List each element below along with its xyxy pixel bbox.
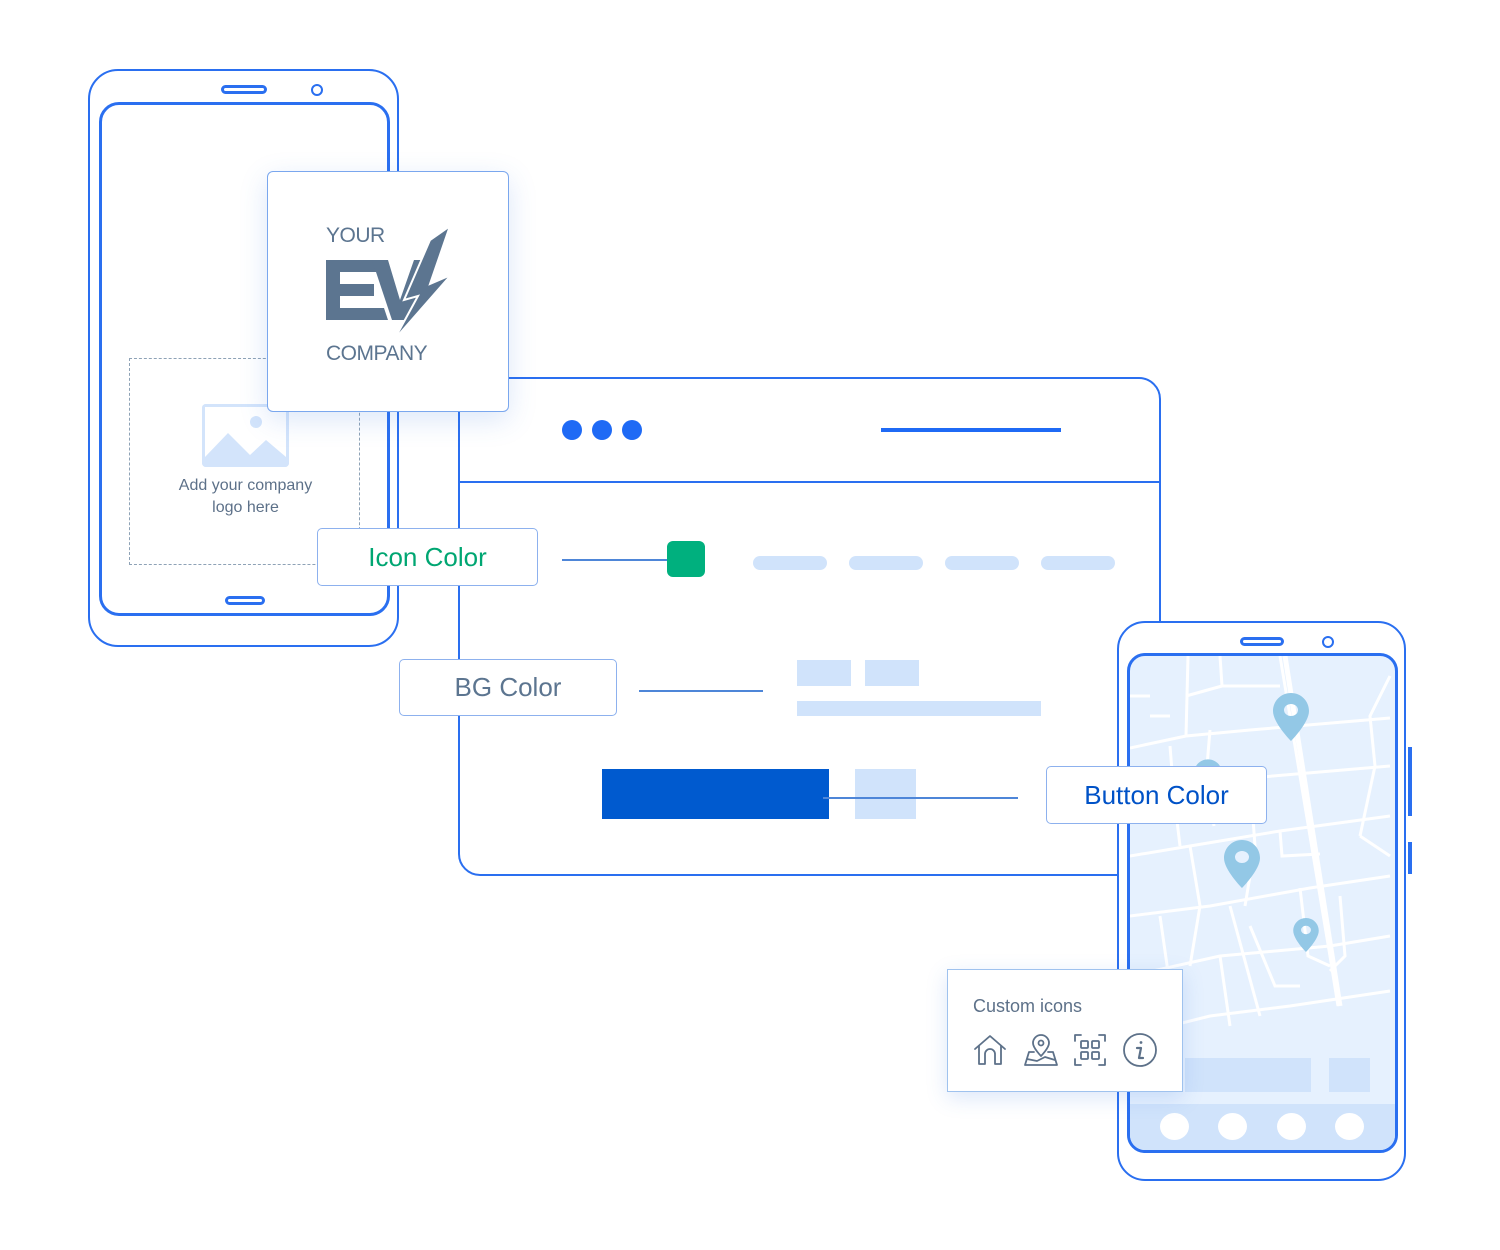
- bottom-sheet-bar: [1185, 1058, 1311, 1092]
- browser-window-mockup: [458, 377, 1161, 876]
- info-icon[interactable]: [1122, 1032, 1158, 1068]
- content-block: [797, 660, 851, 686]
- icon-color-swatch[interactable]: [667, 541, 705, 577]
- bg-color-text: BG Color: [454, 672, 562, 702]
- phone-camera: [311, 84, 323, 96]
- image-icon: [202, 404, 289, 467]
- caption-line-2: logo here: [212, 499, 279, 516]
- window-dot: [562, 420, 582, 440]
- logo-upload-dropzone[interactable]: Add your company logo here: [129, 358, 360, 565]
- window-dot: [622, 420, 642, 440]
- nav-item[interactable]: [1160, 1113, 1189, 1140]
- map-pin-icon: [1293, 918, 1319, 952]
- nav-item[interactable]: [1277, 1113, 1306, 1140]
- button-color-connector: [823, 797, 1018, 799]
- company-logo-card: YOUR COMPANY: [267, 171, 509, 412]
- nav-pill: [849, 556, 923, 570]
- primary-button-sample[interactable]: [602, 769, 829, 819]
- secondary-button-sample[interactable]: [855, 769, 916, 819]
- map-pin-icon: [1273, 693, 1309, 741]
- map-pin-icon: [1224, 840, 1260, 888]
- nav-pill: [945, 556, 1019, 570]
- window-dot: [592, 420, 612, 440]
- phone-camera: [1322, 636, 1334, 648]
- map-location-icon[interactable]: [1023, 1032, 1059, 1068]
- logo-text-company: COMPANY: [326, 342, 428, 365]
- home-indicator: [225, 596, 265, 605]
- bottom-sheet-button: [1329, 1058, 1370, 1092]
- button-color-label[interactable]: Button Color: [1046, 766, 1267, 824]
- street-map: [1130, 656, 1392, 1038]
- bg-color-label[interactable]: BG Color: [399, 659, 617, 716]
- qr-scan-icon[interactable]: [1072, 1032, 1108, 1068]
- nav-pill: [1041, 556, 1115, 570]
- icon-color-text: Icon Color: [368, 541, 487, 572]
- address-bar: [881, 428, 1061, 432]
- ev-monogram-icon: [326, 223, 452, 341]
- right-phone-mockup: [1117, 621, 1406, 1181]
- content-line: [797, 701, 1041, 716]
- home-icon[interactable]: [972, 1032, 1008, 1068]
- nav-item[interactable]: [1218, 1113, 1247, 1140]
- power-button: [1408, 842, 1412, 874]
- volume-button: [1408, 747, 1412, 816]
- bottom-navigation: [1130, 1104, 1395, 1150]
- bg-color-connector: [639, 690, 763, 692]
- icon-color-label[interactable]: Icon Color: [317, 528, 538, 586]
- button-color-text: Button Color: [1084, 779, 1229, 810]
- phone-speaker: [1240, 637, 1284, 646]
- custom-icons-title: Custom icons: [973, 996, 1083, 1016]
- icon-color-connector: [562, 559, 687, 561]
- browser-topbar: [460, 379, 1159, 483]
- caption-line-1: Add your company: [178, 477, 313, 494]
- logo-text-your: YOUR: [326, 224, 385, 247]
- nav-pill: [753, 556, 827, 570]
- nav-item[interactable]: [1335, 1113, 1364, 1140]
- custom-icons-card: Custom icons: [947, 969, 1183, 1092]
- content-block: [865, 660, 919, 686]
- logo-upload-caption: Add your company logo here: [130, 475, 361, 519]
- phone-speaker: [221, 85, 267, 94]
